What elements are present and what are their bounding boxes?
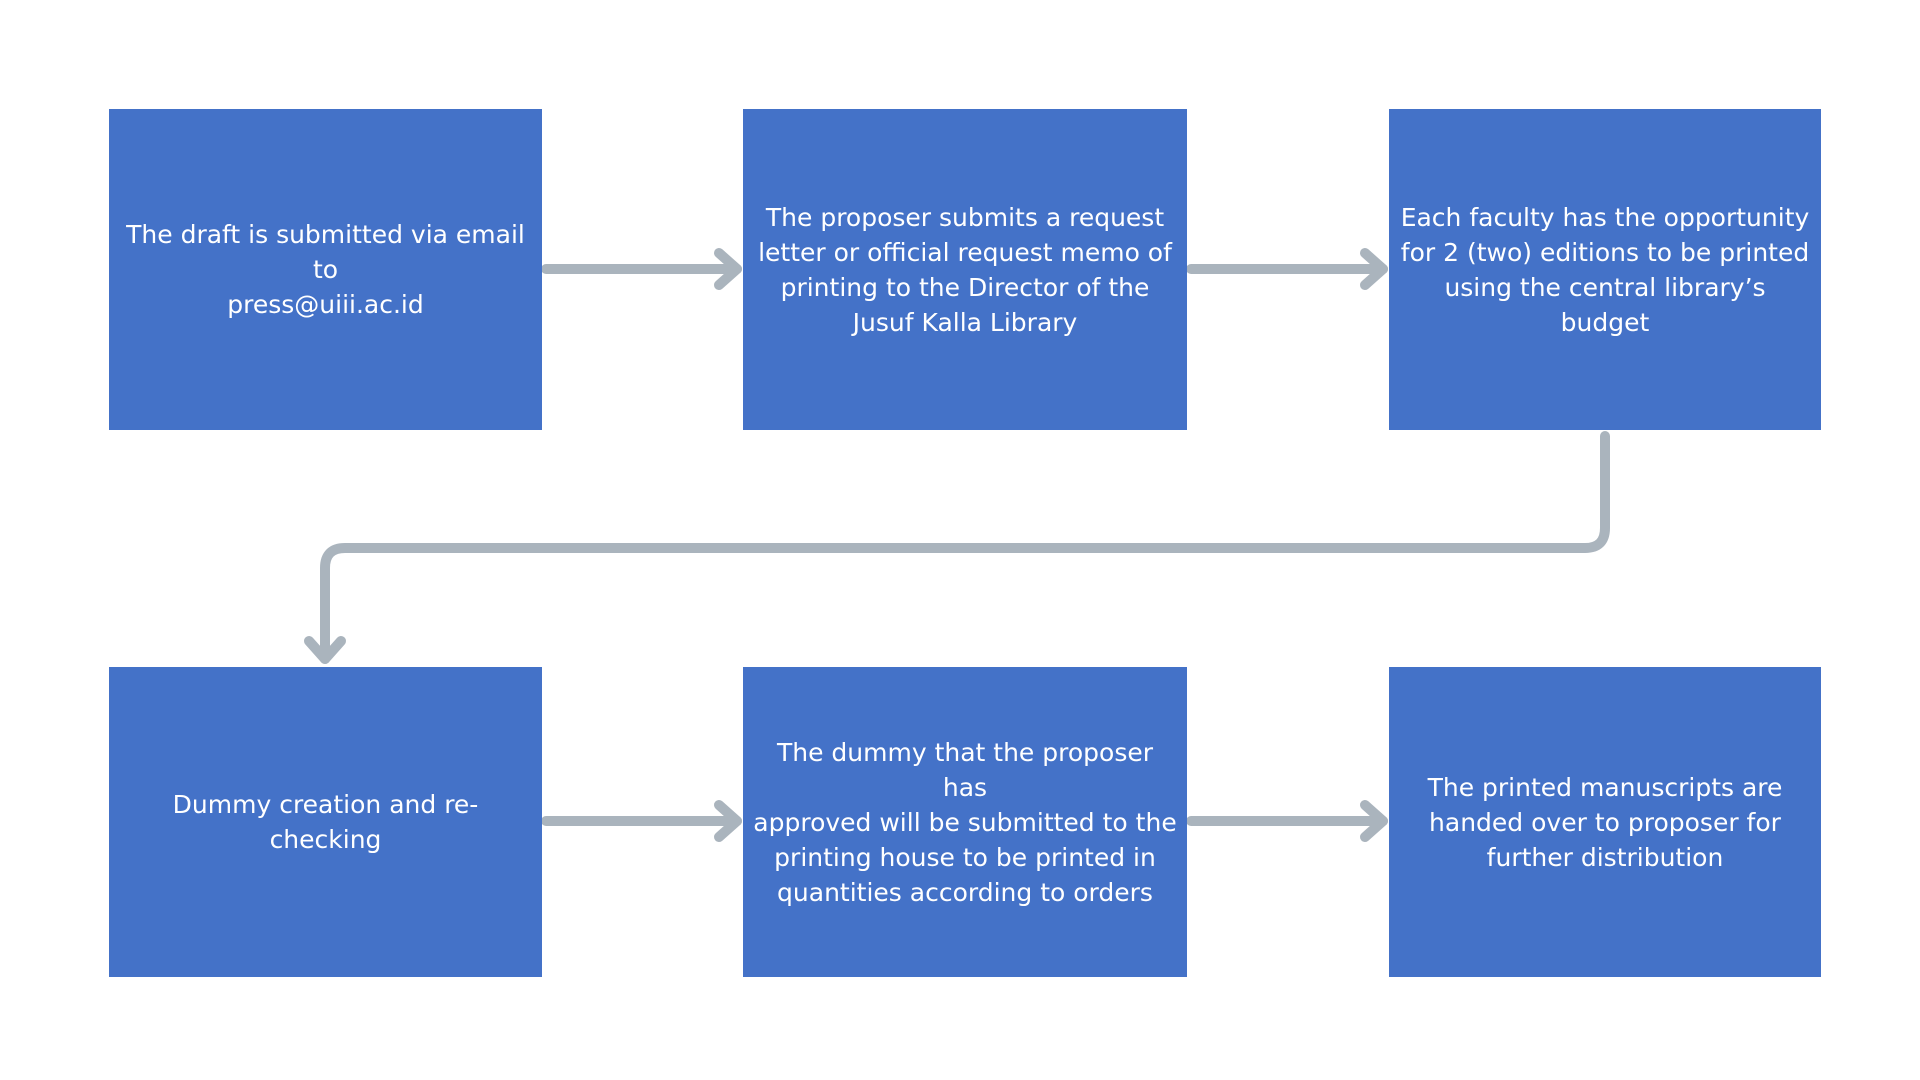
step-2-request-letter-box: The proposer submits a request letter or… bbox=[743, 109, 1187, 430]
step-5-text: The dummy that the proposer has approved… bbox=[753, 737, 1177, 907]
step-6-distribution-box: The printed manuscripts are handed over … bbox=[1389, 667, 1821, 977]
step-4-text: Dummy creation and re-checking bbox=[172, 790, 479, 854]
arrow-step5-to-step6 bbox=[1186, 800, 1388, 842]
arrow-step3-to-step4 bbox=[304, 431, 1610, 664]
arrow-step4-to-step5 bbox=[541, 800, 742, 842]
step-2-text: The proposer submits a request letter or… bbox=[758, 202, 1172, 337]
step-3-faculty-budget-box: Each faculty has the opportunity for 2 (… bbox=[1389, 109, 1821, 430]
arrow-step1-to-step2 bbox=[541, 248, 742, 290]
step-1-submit-draft-box: The draft is submitted via email to pres… bbox=[109, 109, 542, 430]
step-6-text: The printed manuscripts are handed over … bbox=[1427, 772, 1783, 872]
step-3-text: Each faculty has the opportunity for 2 (… bbox=[1400, 202, 1810, 337]
step-5-printing-house-box: The dummy that the proposer has approved… bbox=[743, 667, 1187, 977]
step-4-dummy-creation-box: Dummy creation and re-checking bbox=[109, 667, 542, 977]
arrow-step2-to-step3 bbox=[1186, 248, 1388, 290]
step-1-text: The draft is submitted via email to pres… bbox=[126, 220, 525, 319]
